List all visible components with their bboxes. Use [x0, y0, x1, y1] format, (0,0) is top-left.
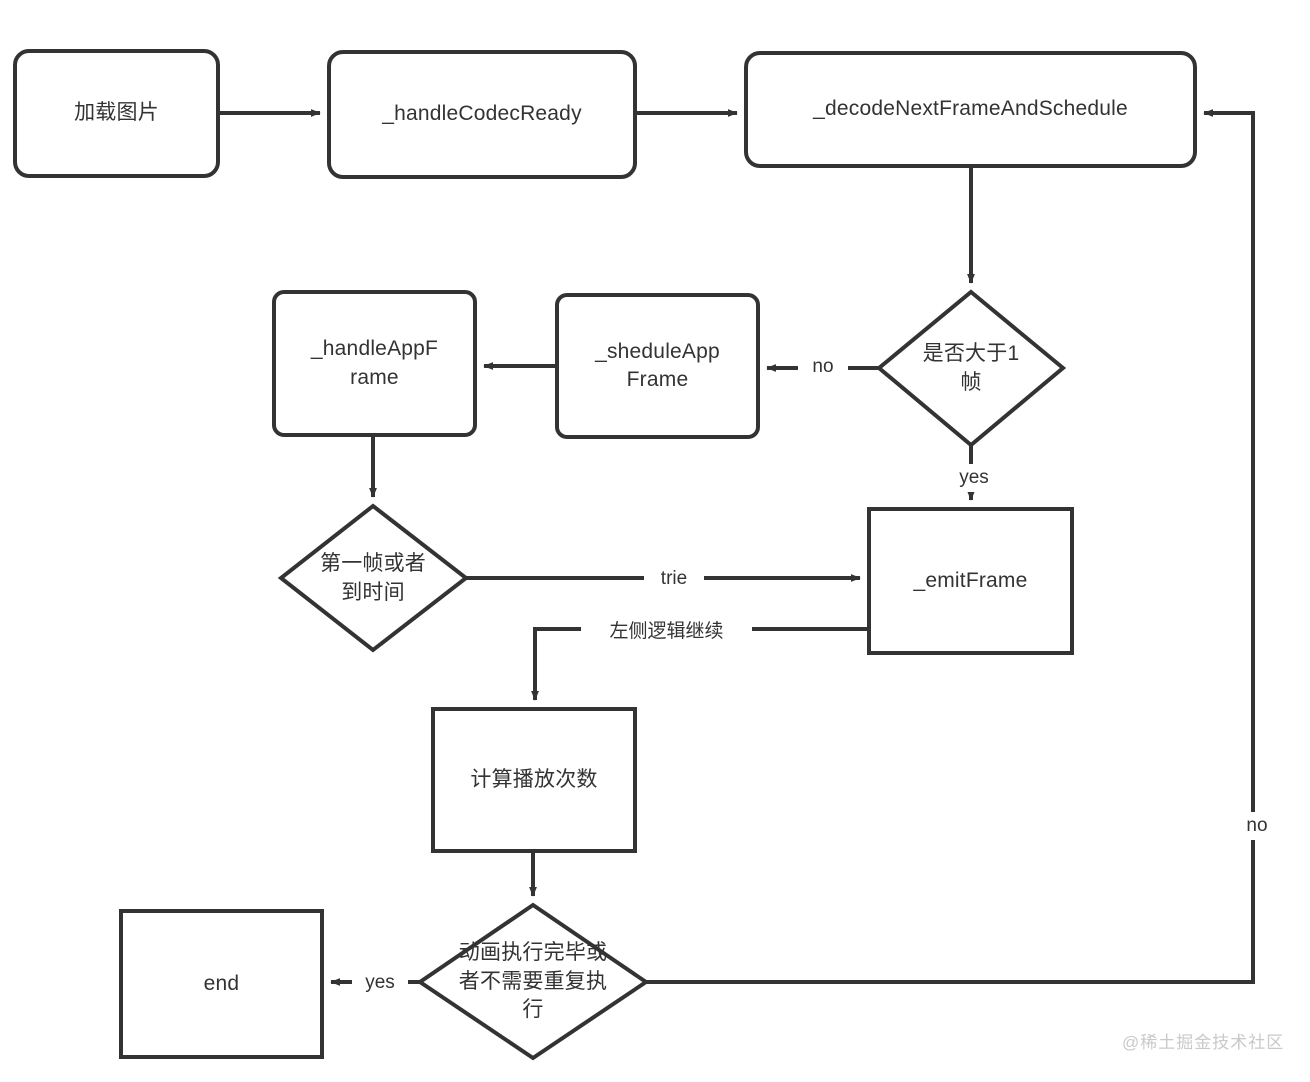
node-animation-done[interactable]: [416, 902, 650, 1061]
watermark: @稀土掘金技术社区: [1122, 1033, 1285, 1052]
node-emit-frame[interactable]: [867, 507, 1074, 655]
edge-animation-done-to-decode-next-frame: [646, 109, 1255, 984]
node-shedule-app-frame[interactable]: [555, 293, 760, 439]
node-decode-next-frame[interactable]: [744, 51, 1197, 168]
node-handle-app-frame[interactable]: [272, 290, 477, 437]
node-end[interactable]: [119, 909, 324, 1059]
edge-emit-frame-to-count-plays: [531, 627, 869, 701]
node-count-plays[interactable]: [431, 707, 637, 853]
node-greater-than-one-frame[interactable]: [875, 289, 1067, 448]
node-handle-codec-ready[interactable]: [327, 50, 637, 179]
node-load-image[interactable]: [13, 49, 220, 178]
node-first-frame-or-time[interactable]: [277, 503, 470, 653]
